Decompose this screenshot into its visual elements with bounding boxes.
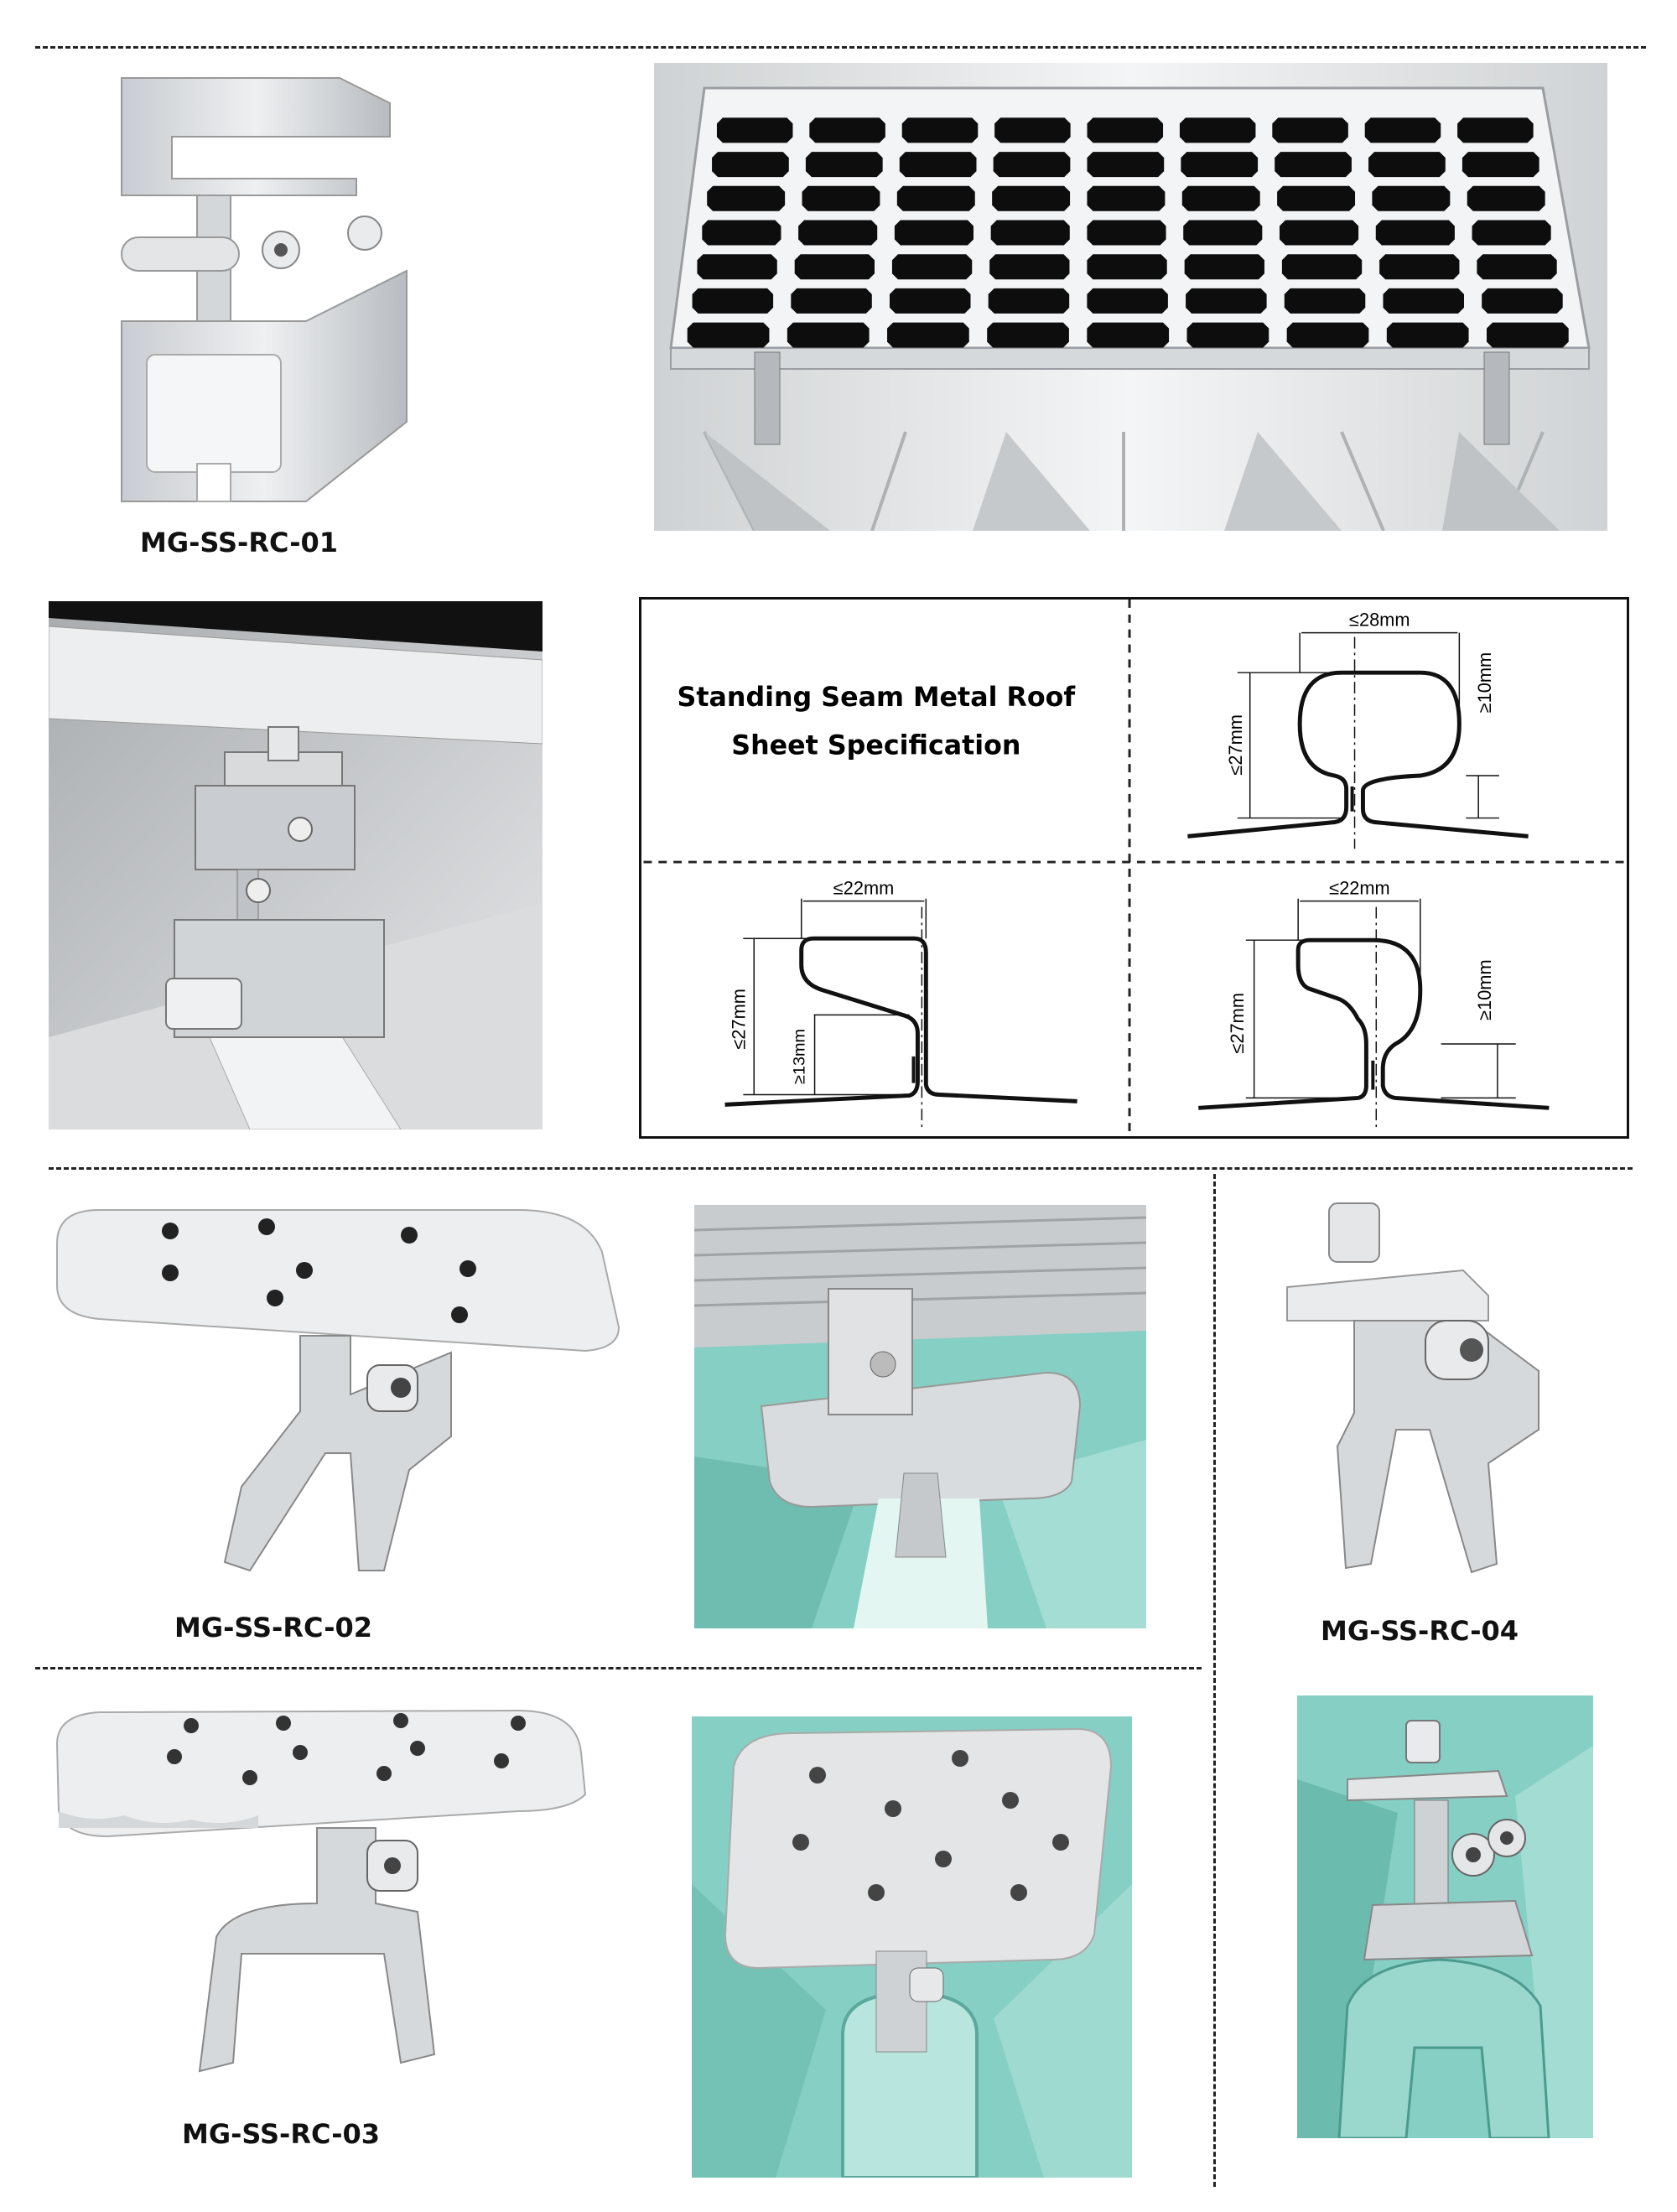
solar-cell xyxy=(899,152,977,178)
product-image-rc01 xyxy=(105,70,419,510)
solar-cell xyxy=(687,322,770,348)
profile-3-height: ≤27mm xyxy=(1227,993,1248,1053)
solar-cell xyxy=(1087,322,1170,348)
solar-cell xyxy=(1087,288,1168,314)
profile-1-height: ≤27mm xyxy=(1225,714,1246,775)
solar-cell xyxy=(896,185,975,211)
rc02-installed-photo xyxy=(694,1205,1146,1628)
solar-cell xyxy=(712,152,789,178)
solar-cell xyxy=(1457,117,1534,143)
divider-vertical xyxy=(1213,1174,1216,2187)
solar-cell xyxy=(802,185,880,211)
solar-cell xyxy=(1181,185,1260,211)
divider-middle xyxy=(49,1167,1633,1170)
profile-2-height: ≤27mm xyxy=(728,989,749,1049)
solar-cell xyxy=(805,152,883,178)
solar-cell xyxy=(1183,220,1263,246)
solar-cell xyxy=(987,322,1069,348)
seam-spec-panel: Standing Seam Metal Roof Sheet Specifica… xyxy=(639,597,1629,1139)
solar-cell xyxy=(887,322,969,348)
solar-cell xyxy=(1477,254,1557,280)
solar-cell-grid xyxy=(687,117,1569,348)
seam-profile-2 xyxy=(724,898,1077,1132)
product-image-rc03 xyxy=(49,1702,587,2082)
solar-panel-image xyxy=(654,63,1607,531)
installed-clamp-photo xyxy=(49,601,543,1129)
solar-cell xyxy=(988,288,1070,314)
solar-cell xyxy=(989,254,1070,280)
solar-cell xyxy=(1467,185,1545,211)
solar-cell xyxy=(1383,288,1464,314)
solar-cell xyxy=(809,117,885,143)
profile-3-width: ≤22mm xyxy=(1329,878,1389,899)
solar-cell xyxy=(894,220,974,246)
solar-cell xyxy=(1087,185,1166,211)
profile-1-min: ≥10mm xyxy=(1474,652,1495,713)
solar-cell xyxy=(1279,220,1359,246)
seam-profile-1 xyxy=(1187,631,1529,849)
spec-title-line2: Sheet Specification xyxy=(731,730,1020,761)
solar-cell xyxy=(1364,117,1441,143)
solar-cell xyxy=(1277,185,1356,211)
divider-top xyxy=(35,46,1646,49)
solar-cell xyxy=(798,220,878,246)
solar-cell xyxy=(1286,322,1369,348)
solar-cell xyxy=(794,254,875,280)
solar-cell xyxy=(1379,254,1460,280)
solar-cell xyxy=(1482,288,1563,314)
solar-cell xyxy=(1486,322,1569,348)
profile-3-min: ≥10mm xyxy=(1474,959,1495,1020)
solar-cell xyxy=(707,185,786,211)
product-label-rc01: MG-SS-RC-01 xyxy=(140,527,338,558)
solar-cell xyxy=(716,117,793,143)
seam-profile-3 xyxy=(1198,898,1550,1132)
solar-cell xyxy=(1087,117,1164,143)
solar-cell xyxy=(1275,152,1352,178)
solar-cell xyxy=(702,220,781,246)
solar-cell xyxy=(1087,220,1166,246)
solar-cell xyxy=(1281,254,1363,280)
solar-cell xyxy=(1375,220,1455,246)
spec-title-line1: Standing Seam Metal Roof xyxy=(678,683,1077,713)
solar-cell xyxy=(901,117,979,143)
solar-cell xyxy=(1186,288,1267,314)
solar-cell xyxy=(993,152,1071,178)
product-label-rc02: MG-SS-RC-02 xyxy=(174,1612,372,1643)
solar-cell xyxy=(1272,117,1348,143)
profile-1-width: ≤28mm xyxy=(1349,610,1410,631)
solar-cell xyxy=(1386,322,1469,348)
solar-cell xyxy=(1368,152,1446,178)
solar-cell xyxy=(1186,322,1269,348)
product-image-rc04 xyxy=(1279,1195,1558,1579)
product-image-rc02 xyxy=(49,1202,622,1579)
solar-cell xyxy=(1179,117,1256,143)
solar-cell xyxy=(1462,152,1539,178)
solar-cell xyxy=(787,322,870,348)
solar-cell xyxy=(992,185,1071,211)
solar-cell xyxy=(1181,152,1259,178)
divider-lower xyxy=(35,1667,1202,1669)
solar-cell xyxy=(990,220,1070,246)
solar-cell xyxy=(791,288,872,314)
product-label-rc04: MG-SS-RC-04 xyxy=(1321,1615,1519,1647)
solar-cell xyxy=(1372,185,1451,211)
solar-cell xyxy=(891,254,973,280)
solar-cell xyxy=(1284,288,1366,314)
solar-cell xyxy=(994,117,1071,143)
profile-2-min: ≥13mm xyxy=(791,1029,809,1084)
rc04-installed-photo xyxy=(1297,1695,1593,2138)
solar-cell xyxy=(692,288,774,314)
product-label-rc03: MG-SS-RC-03 xyxy=(182,2118,380,2150)
solar-cell xyxy=(1087,152,1165,178)
solar-cell xyxy=(1087,254,1167,280)
solar-cell xyxy=(697,254,777,280)
solar-cell xyxy=(889,288,971,314)
solar-cell xyxy=(1184,254,1264,280)
rc03-installed-photo xyxy=(692,1716,1132,2178)
profile-2-width: ≤22mm xyxy=(833,878,894,899)
solar-cell xyxy=(1472,220,1551,246)
